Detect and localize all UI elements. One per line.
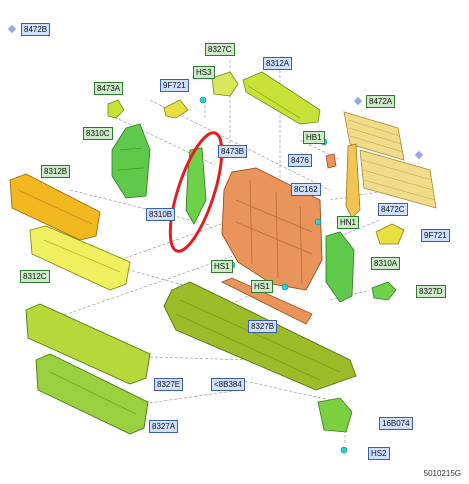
part-8472a-grille: [343, 111, 405, 161]
part-8476-bracket: [325, 153, 337, 169]
label-8327e[interactable]: 8327E: [154, 378, 184, 391]
label-8b384[interactable]: <8B384: [211, 378, 245, 391]
label-16b074[interactable]: 16B074: [379, 417, 413, 430]
label-8476[interactable]: 8476: [288, 154, 312, 167]
label-hs1-left[interactable]: HS1: [211, 260, 233, 273]
label-8472a[interactable]: 8472A: [366, 95, 396, 108]
part-9f721-sensor-top: [163, 99, 189, 119]
label-hn1[interactable]: HN1: [337, 216, 360, 229]
part-8327a-bottom-deflector: [35, 353, 149, 435]
label-9f721-right[interactable]: 9F721: [421, 229, 450, 242]
part-8327d-bracket: [371, 281, 397, 301]
part-8473a-bracket: [107, 99, 125, 119]
label-8327b[interactable]: 8327B: [248, 320, 278, 333]
fastener-hs3: [199, 96, 207, 104]
label-hs2[interactable]: HS2: [368, 447, 390, 460]
label-8327a[interactable]: 8327A: [149, 420, 179, 433]
figure-code: 5010215G: [423, 469, 461, 478]
label-hs1-mid[interactable]: HS1: [251, 280, 273, 293]
label-hs3[interactable]: HS3: [193, 66, 215, 79]
label-8310a[interactable]: 8310A: [371, 257, 401, 270]
part-8312b-left-bar: [9, 173, 101, 241]
label-8472c[interactable]: 8472C: [378, 203, 408, 216]
highlight-circle: [168, 131, 224, 253]
part-8310b-bracket: [185, 147, 207, 225]
label-9f721-top[interactable]: 9F721: [160, 79, 189, 92]
part-side-brace: [345, 143, 361, 219]
label-8473b[interactable]: 8473B: [218, 145, 248, 158]
part-8310a-deflector: [325, 231, 355, 303]
part-8472c-grille: [359, 149, 437, 209]
label-8473a[interactable]: 8473A: [94, 82, 124, 95]
part-8312a-upper-bar: [242, 71, 321, 125]
part-8312c-lower-bar: [29, 225, 131, 291]
part-8327b-bar: [221, 277, 313, 325]
label-8310c[interactable]: 8310C: [83, 127, 113, 140]
part-16b074-bracket: [317, 397, 353, 433]
label-8327d[interactable]: 8327D: [416, 285, 446, 298]
part-9f721-sensor-right: [375, 223, 405, 245]
part-8c162-radiator-support: [221, 167, 323, 291]
label-8472b-top[interactable]: 8472B: [21, 23, 51, 36]
fastener-hs1-mid: [281, 283, 289, 291]
label-8c162[interactable]: 8C162: [291, 183, 321, 196]
label-8310b[interactable]: 8310B: [146, 208, 176, 221]
label-hb1[interactable]: HB1: [303, 131, 325, 144]
fastener-hn1: [314, 218, 322, 226]
part-8310c-deflector: [111, 123, 151, 199]
fastener-hs2: [340, 446, 348, 454]
label-8312a[interactable]: 8312A: [263, 57, 293, 70]
label-8327c[interactable]: 8327C: [205, 43, 235, 56]
part-8b384-splash-shield: [163, 281, 357, 391]
label-8312b[interactable]: 8312B: [41, 165, 71, 178]
part-8327c-bracket: [211, 71, 239, 97]
part-8327e-lower-deflector: [25, 303, 151, 385]
label-8312c[interactable]: 8312C: [20, 270, 50, 283]
